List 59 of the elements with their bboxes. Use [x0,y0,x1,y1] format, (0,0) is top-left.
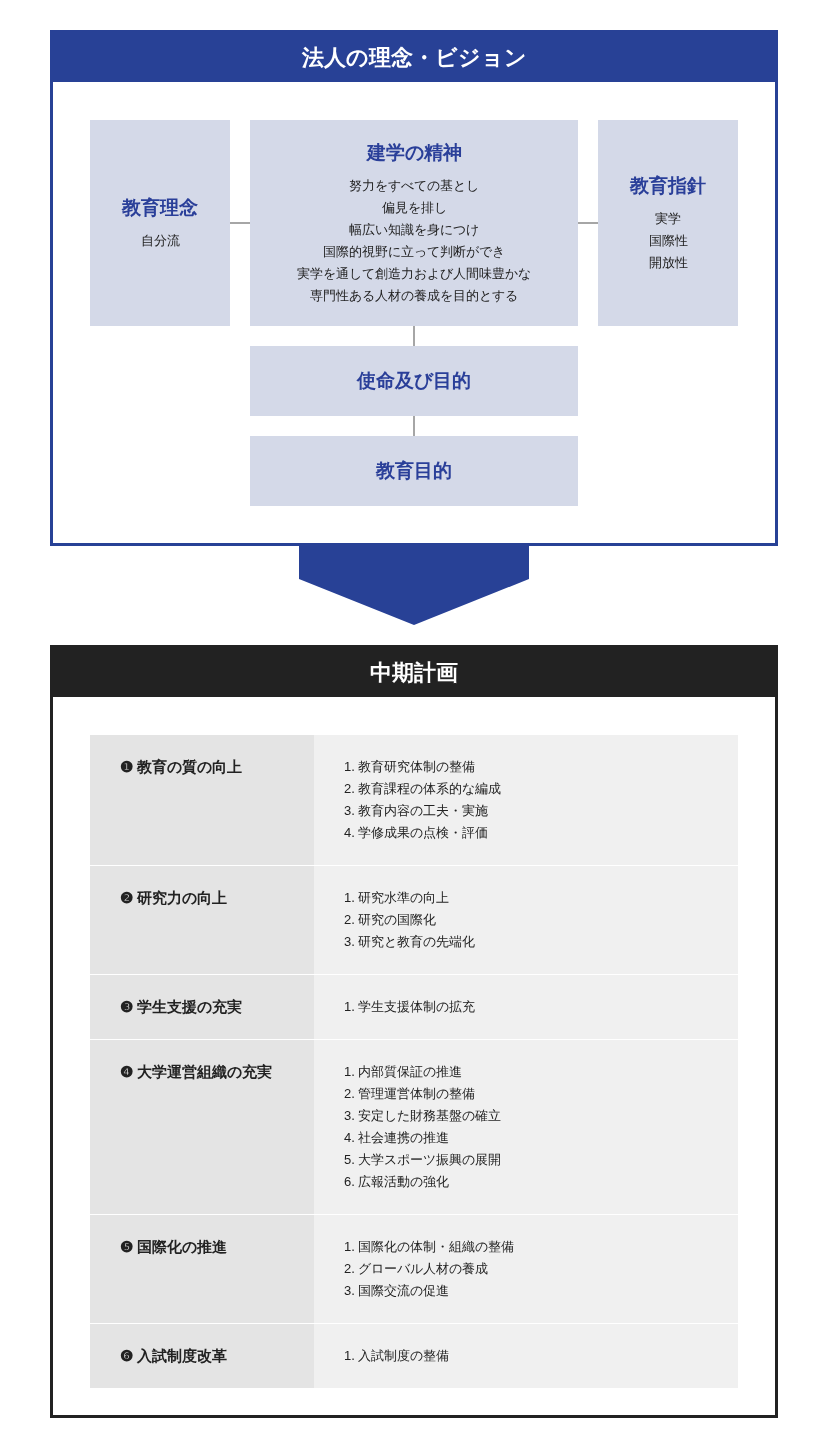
connector-line [229,222,251,224]
concept-box [250,120,578,326]
panel [50,30,778,546]
connector-line [413,325,415,347]
connector-line [413,415,415,437]
box-heading: 建学の精神 [366,140,462,165]
plan-item: 1. 内部質保証の推進 [344,1063,464,1081]
box-heading: 教育目的 [376,458,452,483]
plan-item: 2. グローバル人材の養成 [344,1260,490,1278]
plan-row [90,975,738,1039]
panel-title: 中期計画 [370,659,458,687]
panel [50,645,778,1418]
plan-item: 2. 研究の国際化 [344,911,438,929]
plan-item: 1. 入試制度の整備 [344,1347,450,1365]
plan-heading: ❶ 教育の質の向上 [120,757,244,777]
plan-row [90,1215,738,1323]
box-text: 努力をすべての基とし [349,177,479,196]
plan-item: 3. 安定した財務基盤の確立 [344,1107,502,1125]
concept-box [90,120,230,326]
box-text: 国際的視野に立って判断ができ [323,243,505,262]
concept-box [250,346,578,416]
plan-item: 1. 国際化の体制・組織の整備 [344,1238,515,1256]
plan-row [90,1040,738,1214]
connector-line [577,222,599,224]
plan-heading: ❺ 国際化の推進 [120,1237,229,1257]
box-text: 実学を通して創造力および人間味豊かな [297,265,531,284]
plan-row [90,735,738,865]
concept-box [598,120,738,326]
plan-item: 6. 広報活動の強化 [344,1173,451,1191]
chevron-arrow [299,546,529,625]
panel-title: 法人の理念・ビジョン [301,44,527,72]
box-heading: 使命及び目的 [357,368,471,393]
plan-item: 2. 管理運営体制の整備 [344,1085,477,1103]
plan-heading: ❸ 学生支援の充実 [120,997,244,1017]
plan-item: 4. 学修成果の点検・評価 [344,824,490,842]
plan-item: 3. 研究と教育の先端化 [344,933,476,951]
plan-item: 2. 教育課程の体系的な編成 [344,780,502,798]
box-text: 国際性 [648,232,688,251]
box-heading: 教育指針 [630,173,706,198]
plan-item: 1. 学生支援体制の拡充 [344,998,476,1016]
concept-box [250,436,578,506]
plan-heading: ❷ 研究力の向上 [120,888,229,908]
box-heading: 教育理念 [122,195,198,220]
box-text: 専門性ある人材の養成を目的とする [310,287,518,306]
box-text: 自分流 [140,232,180,251]
plan-item: 1. 教育研究体制の整備 [344,758,477,776]
plan-heading: ❻ 入試制度改革 [120,1346,229,1366]
box-text: 幅広い知識を身につけ [349,221,479,240]
plan-heading: ❹ 大学運営組織の充実 [120,1062,274,1082]
box-text: 開放性 [648,254,688,273]
plan-item: 4. 社会連携の推進 [344,1129,451,1147]
plan-row [90,866,738,974]
plan-row [90,1324,738,1388]
plan-item: 3. 国際交流の促進 [344,1282,451,1300]
plan-item: 3. 教育内容の工夫・実施 [344,802,490,820]
plan-item: 1. 研究水準の向上 [344,889,451,907]
plan-item: 5. 大学スポーツ振興の展開 [344,1151,502,1169]
box-text: 偏見を排し [381,199,447,218]
box-text: 実学 [655,210,681,229]
